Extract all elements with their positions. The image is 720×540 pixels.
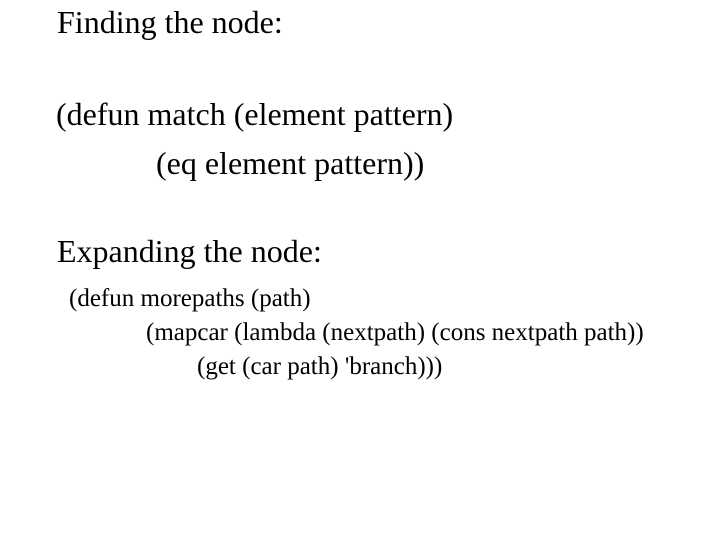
- code-line-defun-morepaths: (defun morepaths (path): [69, 285, 311, 312]
- code-line-get-car-path-branch: (get (car path) 'branch))): [197, 353, 443, 380]
- code-line-eq-element-pattern: (eq element pattern)): [156, 145, 425, 181]
- code-line-defun-match: (defun match (element pattern): [56, 96, 454, 132]
- heading-finding-the-node: Finding the node:: [57, 4, 283, 40]
- code-line-mapcar-lambda: (mapcar (lambda (nextpath) (cons nextpat…: [146, 319, 644, 346]
- heading-expanding-the-node: Expanding the node:: [57, 233, 322, 269]
